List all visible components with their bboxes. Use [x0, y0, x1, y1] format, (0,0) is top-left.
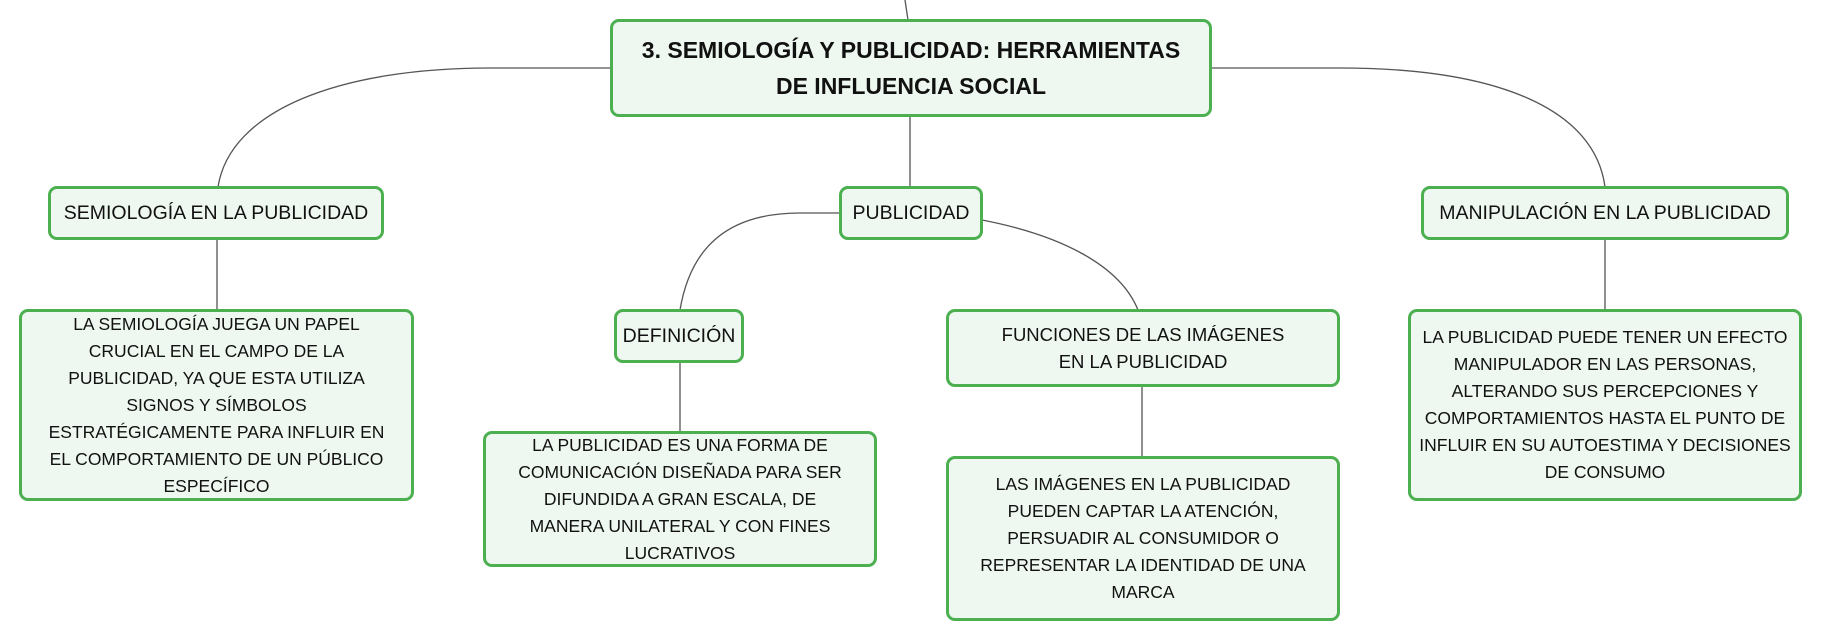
connector-publicidad-to-definicion	[679, 212, 840, 311]
branch-publicidad-label: PUBLICIDAD	[852, 201, 970, 224]
subtopic-definicion[interactable]: DEFINICIÓN	[614, 309, 744, 363]
detail-definicion[interactable]: LA PUBLICIDAD ES UNA FORMA DE COMUNICACI…	[483, 431, 877, 567]
connector-central-to-manipulacion	[1212, 67, 1606, 188]
connector-central-to-semiologia	[217, 67, 610, 188]
detail-definicion-text: LA PUBLICIDAD ES UNA FORMA DE COMUNICACI…	[518, 434, 842, 563]
detail-semiologia-text: LA SEMIOLOGÍA JUEGA UN PAPEL CRUCIAL EN …	[48, 313, 385, 496]
branch-semiologia-en-la-publicidad[interactable]: SEMIOLOGÍA EN LA PUBLICIDAD	[48, 186, 384, 240]
connector-parent-to-central	[904, 0, 909, 21]
central-topic-label: 3. SEMIOLOGÍA Y PUBLICIDAD: HERRAMIENTAS…	[641, 37, 1181, 99]
detail-manipulacion[interactable]: LA PUBLICIDAD PUEDE TENER UN EFECTO MANI…	[1408, 309, 1802, 501]
subtopic-funciones-de-las-imagenes[interactable]: FUNCIONES DE LAS IMÁGENES EN LA PUBLICID…	[946, 309, 1340, 387]
detail-funciones[interactable]: LAS IMÁGENES EN LA PUBLICIDAD PUEDEN CAP…	[946, 456, 1340, 621]
branch-semiologia-label: SEMIOLOGÍA EN LA PUBLICIDAD	[63, 201, 369, 224]
connector-publicidad-to-funciones	[981, 219, 1139, 311]
branch-manipulacion-label: MANIPULACIÓN EN LA PUBLICIDAD	[1439, 201, 1771, 224]
detail-funciones-text: LAS IMÁGENES EN LA PUBLICIDAD PUEDEN CAP…	[980, 474, 1306, 602]
subtopic-definicion-label: DEFINICIÓN	[622, 324, 736, 347]
central-topic[interactable]: 3. SEMIOLOGÍA Y PUBLICIDAD: HERRAMIENTAS…	[610, 19, 1212, 117]
branch-publicidad[interactable]: PUBLICIDAD	[839, 186, 983, 240]
branch-manipulacion-en-la-publicidad[interactable]: MANIPULACIÓN EN LA PUBLICIDAD	[1421, 186, 1789, 240]
detail-semiologia[interactable]: LA SEMIOLOGÍA JUEGA UN PAPEL CRUCIAL EN …	[19, 309, 414, 501]
detail-manipulacion-text: LA PUBLICIDAD PUEDE TENER UN EFECTO MANI…	[1419, 327, 1791, 482]
subtopic-funciones-label: FUNCIONES DE LAS IMÁGENES EN LA PUBLICID…	[1001, 324, 1285, 372]
